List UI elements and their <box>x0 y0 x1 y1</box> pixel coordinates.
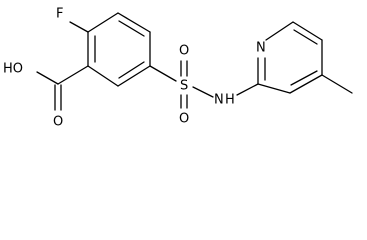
bond-c2-c3 <box>117 12 151 33</box>
pyridine-nitrogen-label: N <box>256 41 266 56</box>
bond-c1-c2 <box>87 12 119 33</box>
bond-carboxyl-hydroxyl <box>36 71 59 85</box>
molecule-structure: F HO O O S O N H N <box>3 7 353 130</box>
bond-p-n1-c6 <box>265 21 294 41</box>
hydroxyl-label: HO <box>3 62 23 77</box>
pyridine-ring <box>257 21 323 94</box>
benzene-ring <box>87 12 151 87</box>
bond-p-c3-c2 <box>257 83 291 94</box>
bond-p-c6-c5 <box>292 21 323 41</box>
bond-c1-fluorine <box>69 21 89 33</box>
bond-p-c6-c5-inner <box>293 29 318 45</box>
bond-p-c4-c3-inner <box>290 70 318 86</box>
sulfonyl-oxygen-bottom-label: O <box>179 112 189 127</box>
amine-hydrogen-label: H <box>225 93 235 108</box>
bond-c4-c5-inner <box>118 61 145 79</box>
carbonyl-oxygen-label: O <box>53 115 63 130</box>
bond-sulfur-amine <box>192 86 214 98</box>
sulfur-label: S <box>180 79 188 94</box>
sulfonyl-oxygen-top-label: O <box>179 44 189 59</box>
fluorine-label: F <box>56 7 63 22</box>
bond-c4-methyl <box>321 74 353 94</box>
bond-c4-c5 <box>117 65 151 87</box>
bond-c5-c6 <box>87 65 119 87</box>
bond-p-c4-c3 <box>289 74 323 94</box>
amine-nitrogen-label: N <box>214 93 224 108</box>
bond-c6-carboxyl <box>57 65 89 85</box>
bond-c4-sulfur <box>149 65 177 82</box>
bond-amine-pyridine <box>236 83 259 96</box>
bond-c2-c3-inner <box>118 20 145 37</box>
